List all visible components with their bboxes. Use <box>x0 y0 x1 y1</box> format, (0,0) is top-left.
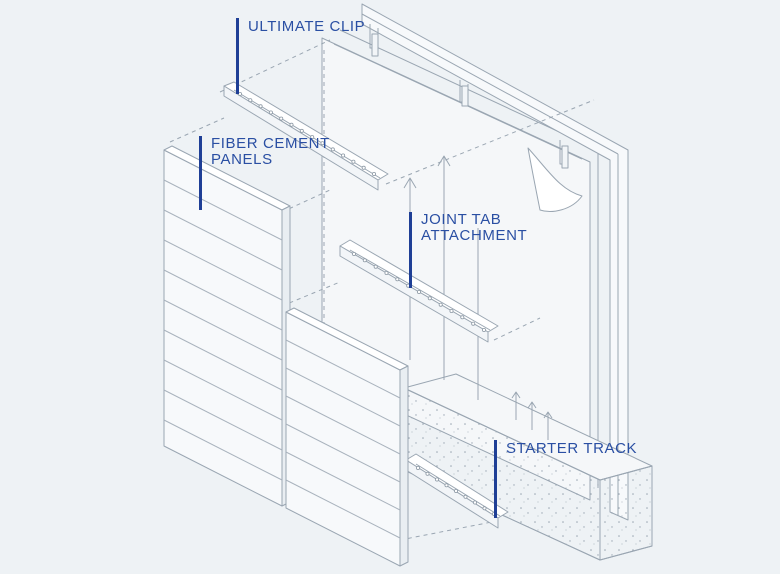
joint-tab-hole <box>438 302 443 307</box>
joint-tab-hole <box>351 251 356 256</box>
joint-tab-hole <box>471 321 476 326</box>
starter-track-hole <box>434 477 439 482</box>
joint-tab-hole <box>460 315 465 320</box>
starter-track-label: STARTER TRACK <box>506 441 637 457</box>
ultimate-clip-hole <box>330 147 335 152</box>
joint-tab-text-line2: ATTACHMENT <box>421 227 528 244</box>
ultimate-clip-label: ULTIMATE CLIP <box>248 19 365 35</box>
ultimate-clip-hole <box>361 165 366 170</box>
starter-track-hole <box>472 500 477 505</box>
joint-tab-hole <box>416 289 421 294</box>
ultimate-clip-hole <box>299 128 304 133</box>
joint-tab-hole <box>395 277 400 282</box>
starter-track-hole <box>444 483 449 488</box>
joint-tab-hole <box>449 308 454 313</box>
starter-track-hole <box>415 465 420 470</box>
ultimate-clip-hole <box>310 135 315 140</box>
fiber-cement-leader <box>199 136 202 210</box>
fiber-cement-text-line2: PANELS <box>211 151 273 168</box>
ultimate-clip-hole <box>248 98 253 103</box>
foundation-block <box>403 373 653 561</box>
fiber-cement-panel-left <box>163 145 291 507</box>
ultimate-clip-hole <box>258 104 263 109</box>
ultimate-clip-hole <box>279 116 284 121</box>
joint-tab-text-line1: JOINT TAB <box>421 211 502 228</box>
starter-track-hole <box>453 488 458 493</box>
starter-track-hole <box>482 506 487 511</box>
joint-tab-hole <box>481 327 486 332</box>
ultimate-clip-hole <box>237 92 242 97</box>
joint-tab-hole <box>362 258 367 263</box>
joint-tab-hole <box>427 296 432 301</box>
ultimate-clip-leader <box>236 18 239 94</box>
joint-tab-leader <box>409 212 412 288</box>
fiber-cement-panel-right <box>285 307 409 567</box>
ultimate-clip-text: ULTIMATE CLIP <box>248 18 366 35</box>
joint-tab-hole <box>384 270 389 275</box>
ultimate-clip-hole <box>351 159 356 164</box>
joint-tab-label: JOINT TAB ATTACHMENT <box>421 212 527 244</box>
joint-tab-rail <box>339 239 499 343</box>
fiber-cement-label: FIBER CEMENT PANELS <box>211 136 330 168</box>
joint-tab-hole <box>373 264 378 269</box>
ultimate-clip-rail <box>223 81 389 191</box>
membrane-peel <box>527 147 583 212</box>
ultimate-clip-hole <box>268 110 273 115</box>
ultimate-clip-hole <box>371 171 376 176</box>
ultimate-clip-hole <box>341 153 346 158</box>
starter-track-hole <box>463 494 468 499</box>
starter-track-leader <box>494 440 497 518</box>
starter-track-rail <box>405 453 509 529</box>
ultimate-clip-hole <box>320 141 325 146</box>
fiber-cement-text-line1: FIBER CEMENT <box>211 135 330 152</box>
starter-track-text: STARTER TRACK <box>506 440 638 457</box>
ultimate-clip-hole <box>289 122 294 127</box>
starter-track-hole <box>425 471 430 476</box>
